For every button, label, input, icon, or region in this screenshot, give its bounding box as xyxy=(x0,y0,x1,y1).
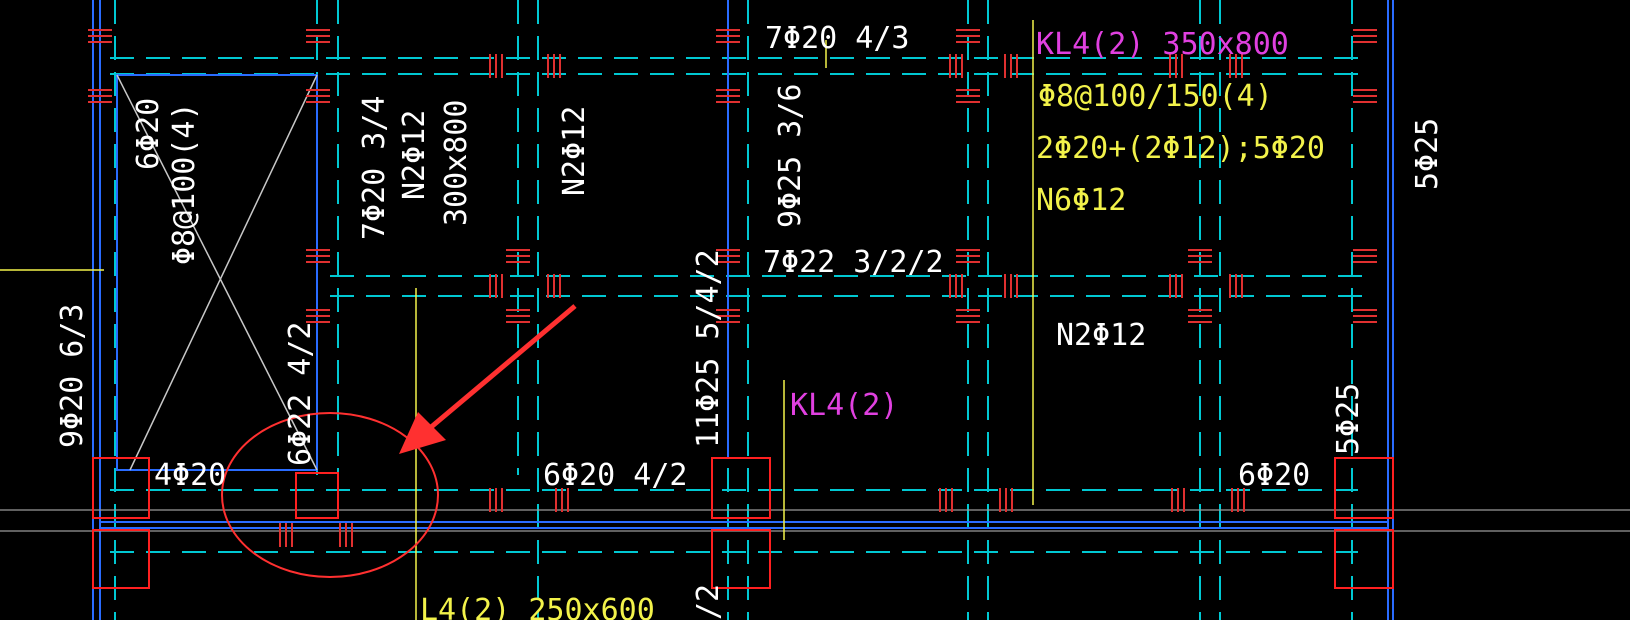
label-bottom-beam: L4(2) 250x600 xyxy=(420,593,655,620)
label-mid-bottom-rebar: 7Φ22 3/2/2 xyxy=(763,245,944,280)
label-beam2-c: 300x800 xyxy=(439,100,474,226)
leader-lines xyxy=(0,20,1034,620)
label-left-side-vertical: 9Φ20 6/3 xyxy=(55,304,90,449)
label-left-col-a: 6Φ20 xyxy=(131,98,166,170)
label-kl4-main: KL4(2) 350x800 xyxy=(1036,27,1289,62)
label-bottom-mid-horizontal: 6Φ20 4/2 xyxy=(543,458,688,493)
label-beam4-vertical: 9Φ25 3/6 xyxy=(773,84,808,229)
label-kl4-stirrup: Φ8@100/150(4) xyxy=(1038,79,1273,114)
label-beam3-web: N2Φ12 xyxy=(557,106,592,196)
label-left-lower-vertical: 6Φ22 4/2 xyxy=(283,322,318,467)
label-top-center: 7Φ20 4/3 xyxy=(765,21,910,56)
stirrup-ticks xyxy=(88,29,1377,547)
label-bottom-partial: /2 xyxy=(691,584,726,620)
label-left-col-b: Φ8@100(4) xyxy=(167,102,202,265)
opening-cross xyxy=(116,74,318,471)
label-left-bottom-horizontal: 4Φ20 xyxy=(154,458,226,493)
label-bottom-right-horizontal: 6Φ20 xyxy=(1238,458,1310,493)
label-right-mid-web: N2Φ12 xyxy=(1056,318,1146,353)
highlight-circle xyxy=(221,412,439,578)
label-kl4-long: 2Φ20+(2Φ12);5Φ20 xyxy=(1036,131,1325,166)
label-kl4-web: N6Φ12 xyxy=(1036,183,1126,218)
label-beam2-a: 7Φ20 3/4 xyxy=(357,96,392,241)
columns xyxy=(92,457,1394,589)
arrow-head-icon xyxy=(399,412,446,454)
annotation-arrow xyxy=(399,304,577,454)
label-col-mid-vertical: 11Φ25 5/4/2 xyxy=(691,249,726,448)
label-right-bottom-vertical: 5Φ25 xyxy=(1331,383,1366,455)
label-kl4-lower: KL4(2) xyxy=(790,388,898,423)
label-beam2-b: N2Φ12 xyxy=(397,110,432,200)
annotation-highlight xyxy=(221,412,439,578)
label-right-top-vertical: 5Φ25 xyxy=(1410,118,1445,190)
